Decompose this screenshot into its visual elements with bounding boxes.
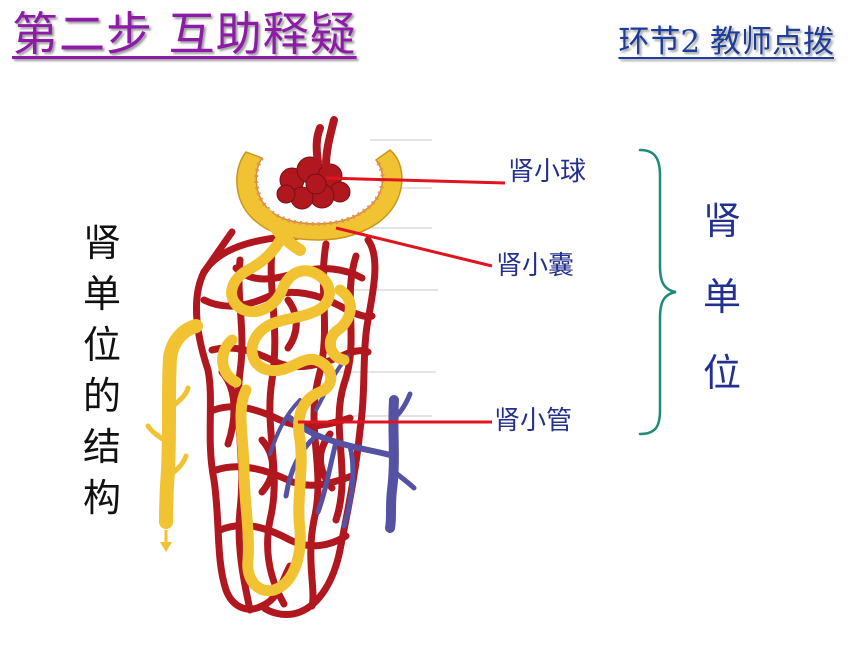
down-arrow-icon [160, 530, 172, 552]
section-label: 环节2 教师点拨 [618, 24, 834, 60]
vertical-title: 肾单位的结构 [82, 221, 121, 520]
pointer-lines [298, 176, 506, 424]
label-tubule: 肾小管 [494, 406, 573, 436]
vein-vessels [268, 354, 417, 533]
label-capsule: 肾小囊 [496, 251, 575, 281]
label-glomerulus: 肾小球 [508, 157, 587, 187]
group-brace [638, 148, 677, 436]
collecting-duct [145, 319, 203, 529]
glomerulus-tuft [276, 156, 351, 210]
bowman-capsule [236, 149, 403, 256]
pointer-capsule [335, 226, 493, 268]
slide-title: 第二步 互助释疑 [12, 7, 357, 61]
group-label-nephron: 肾单位 [702, 199, 741, 395]
convoluted-tubule [217, 224, 356, 597]
afferent-arteriole [312, 116, 338, 170]
pointer-glomerulus [325, 176, 506, 185]
